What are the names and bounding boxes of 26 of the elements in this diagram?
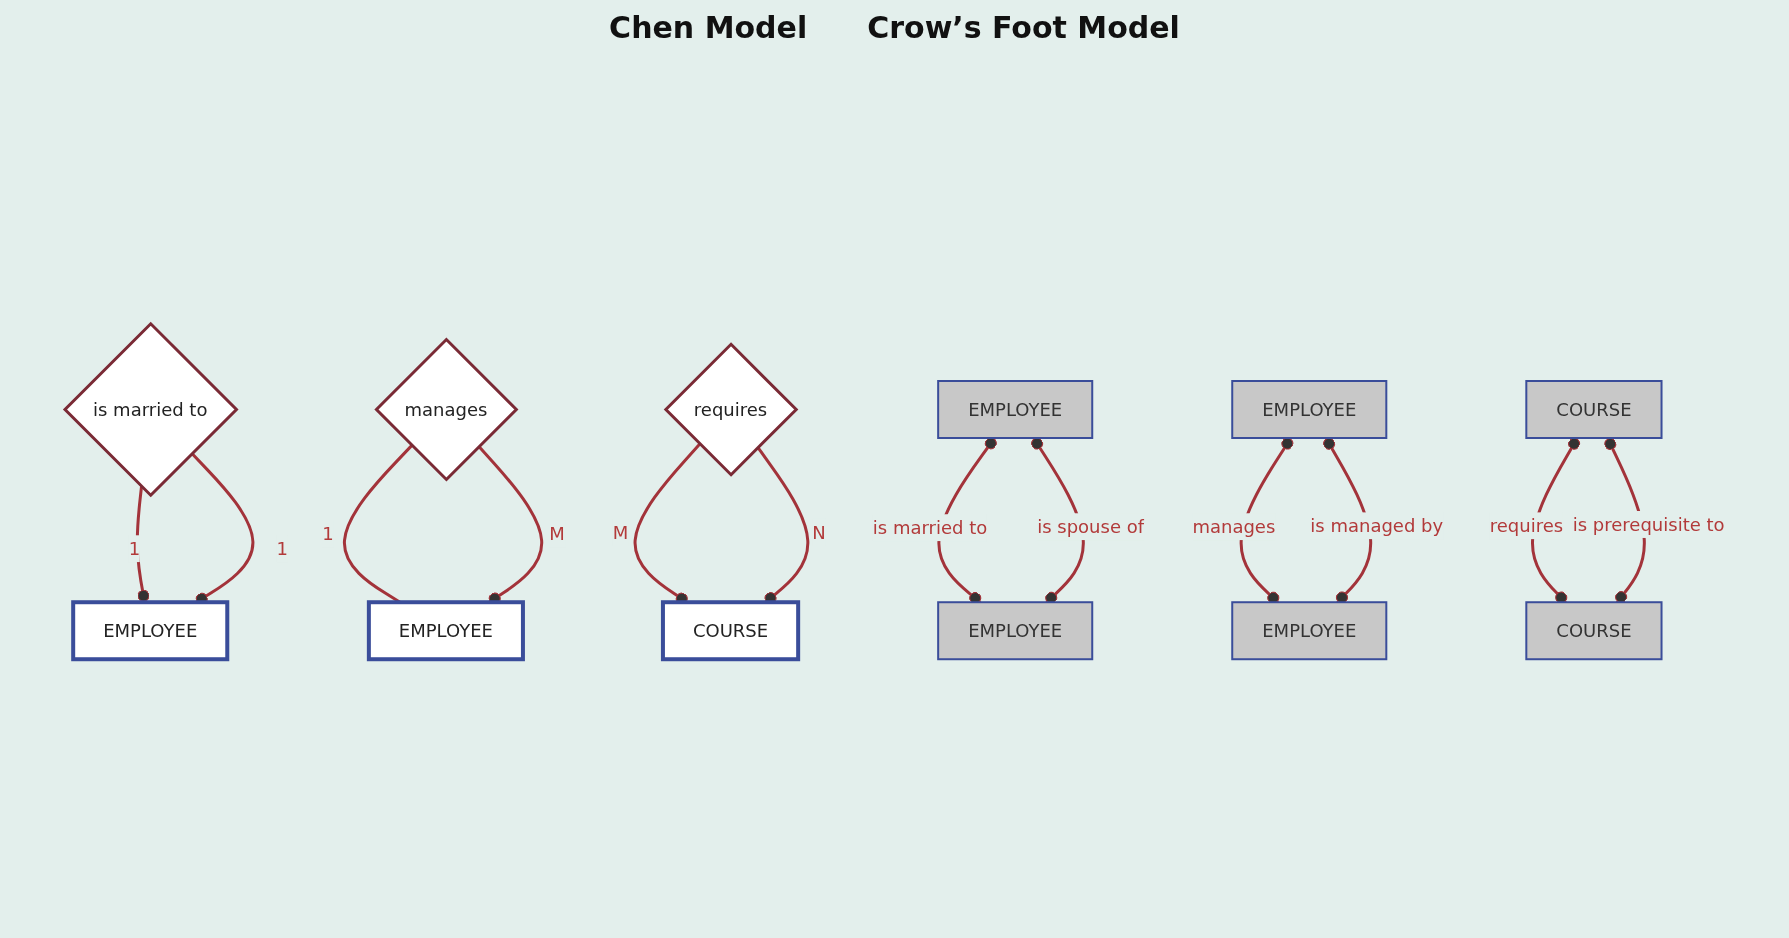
node-box: EMPLOYEE <box>366 600 525 662</box>
edge-label: is spouse of <box>1036 516 1144 538</box>
edge-label: 1 <box>321 523 334 545</box>
section-heading: Crow’s Foot Model <box>867 10 1180 45</box>
section-heading: Chen Model <box>609 10 808 45</box>
node-box: COURSE <box>660 600 800 662</box>
node-diamond: requires <box>663 342 799 477</box>
edge-label: 1 <box>128 538 140 560</box>
node-diamond: manages <box>374 337 519 482</box>
node-box: EMPLOYEE <box>1230 380 1388 439</box>
edge-label: is managed by <box>1310 515 1443 537</box>
node-box: EMPLOYEE <box>936 601 1093 661</box>
node-box: COURSE <box>1525 601 1663 661</box>
node-box: COURSE <box>1525 380 1663 439</box>
edge-label: manages <box>1192 516 1276 538</box>
edge-label: M <box>549 523 565 545</box>
edge-label: M <box>612 522 628 544</box>
edge-label: N <box>812 521 826 543</box>
node-box: EMPLOYEE <box>1230 601 1388 661</box>
edge-label: requires <box>1489 515 1563 537</box>
edge-label: is prerequisite to <box>1572 513 1725 535</box>
edge-label: 1 <box>276 538 288 560</box>
node-box: EMPLOYEE <box>70 600 229 662</box>
node-box: EMPLOYEE <box>936 380 1093 439</box>
edge-label: is married to <box>872 517 987 539</box>
node-diamond: is married to <box>62 321 239 498</box>
